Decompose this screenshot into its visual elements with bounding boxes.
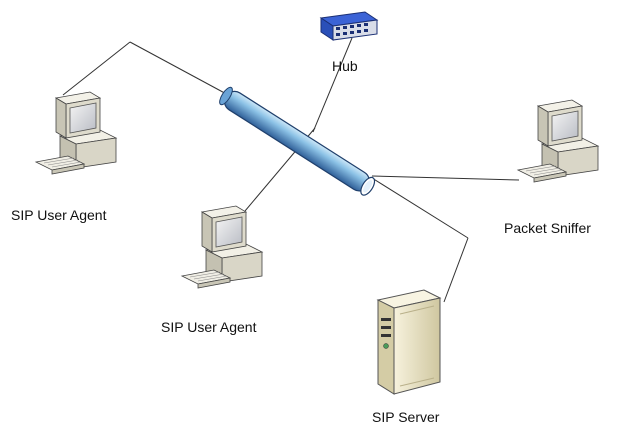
sip-server-label: SIP Server: [372, 409, 440, 425]
link-server-cable: [443, 237, 469, 303]
link-ua-left-cable: [62, 41, 131, 96]
sip-user-agent-left-label: SIP User Agent: [11, 207, 107, 223]
computer-icon: [181, 205, 263, 289]
hub-node: [319, 11, 379, 41]
link-server-cable: [371, 177, 469, 239]
hub-icon: [319, 11, 379, 41]
link-lines: [62, 37, 520, 303]
computer-icon: [517, 99, 599, 183]
sip-user-agent-center-label: SIP User Agent: [161, 319, 257, 335]
link-ua-left-cable: [129, 41, 233, 98]
backbone-cable-icon: [219, 86, 376, 196]
packet-sniffer-label: Packet Sniffer: [504, 220, 591, 236]
server-tower-icon: [376, 289, 442, 395]
link-hub-cable: [312, 37, 353, 133]
computer-icon: [35, 91, 117, 175]
link-sniffer-cable: [371, 175, 520, 181]
hub-label: Hub: [332, 58, 358, 74]
